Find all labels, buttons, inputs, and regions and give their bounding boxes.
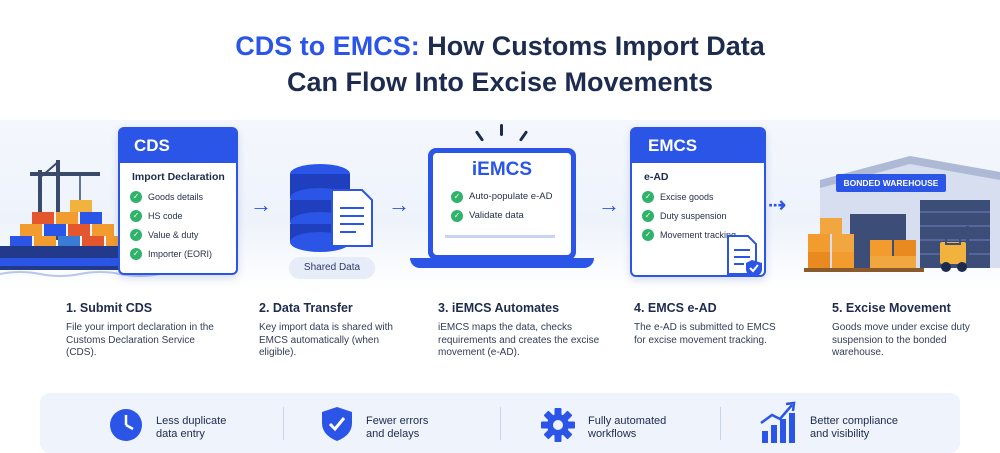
cds-item: ✓Value & duty xyxy=(120,225,236,244)
arrow-right-icon: → xyxy=(250,192,272,217)
iemcs-heading: iEMCS xyxy=(471,159,533,180)
iemcs-laptop: iEMCS ✓Auto-populate e-AD ✓Validate data xyxy=(428,148,576,260)
page-title: CDS to EMCS: How Customs Import Data Can… xyxy=(0,28,1000,100)
benefit-text: Less duplicate data entry xyxy=(156,415,227,440)
dotted-arrow-icon: ⇢ xyxy=(768,192,788,217)
arrow-right-icon: → xyxy=(598,192,620,217)
clock-icon xyxy=(110,409,142,441)
check-icon: ✓ xyxy=(642,190,654,203)
check-icon: ✓ xyxy=(642,209,654,222)
cds-item: ✓HS code xyxy=(120,206,236,225)
check-icon: ✓ xyxy=(451,209,463,222)
step-description: Goods move under excise duty suspension … xyxy=(832,322,970,358)
benefit-item: Fewer errors and delays xyxy=(320,393,428,443)
laptop-progress-line xyxy=(445,235,555,238)
step-description: The e-AD is submitted to EMCS for excise… xyxy=(634,322,776,346)
divider xyxy=(720,407,721,440)
title-accent: CDS to EMCS: xyxy=(235,31,420,61)
warehouse-icon xyxy=(804,156,1000,272)
step-1: 1. Submit CDS File your import declarati… xyxy=(66,301,226,360)
step-title: 3. iEMCS Automates xyxy=(438,301,560,315)
laptop-base xyxy=(410,258,594,268)
benefit-text: Better compliance and visibility xyxy=(810,415,899,440)
step-4: 4. EMCS e-AD The e-AD is submitted to EM… xyxy=(634,301,784,347)
benefit-item: Less duplicate data entry xyxy=(108,393,226,443)
cds-item: ✓Importer (EORI) xyxy=(120,244,236,263)
benefit-item: Better compliance and visibility xyxy=(758,393,898,443)
step-description: Key import data is shared with EMCS auto… xyxy=(259,322,393,358)
cds-item: ✓Goods details xyxy=(120,187,236,206)
step-description: File your import declaration in the Cust… xyxy=(66,322,214,358)
check-icon: ✓ xyxy=(130,247,142,260)
emcs-item: ✓Duty suspension xyxy=(632,206,764,225)
iemcs-item: ✓Validate data xyxy=(433,206,571,225)
bonded-warehouse-sign: BONDED WAREHOUSE xyxy=(836,174,946,192)
check-icon: ✓ xyxy=(130,190,142,203)
growth-chart-icon xyxy=(760,401,796,443)
title-line-2: Can Flow Into Excise Movements xyxy=(286,67,714,97)
step-5: 5. Excise Movement Goods move under exci… xyxy=(832,301,982,360)
cds-card: CDS Import Declaration ✓Goods details ✓H… xyxy=(118,127,238,275)
step-title: 4. EMCS e-AD xyxy=(634,301,717,315)
benefit-text: Fully automated workflows xyxy=(588,415,667,440)
check-icon: ✓ xyxy=(451,190,463,203)
step-title: 5. Excise Movement xyxy=(832,301,951,315)
iemcs-item: ✓Auto-populate e-AD xyxy=(433,187,571,206)
shield-check-icon xyxy=(322,407,352,441)
cds-card-heading: CDS xyxy=(120,129,236,163)
check-icon: ✓ xyxy=(642,228,654,241)
step-3: 3. iEMCS Automates iEMCS maps the data, … xyxy=(438,301,608,360)
benefit-text: Fewer errors and delays xyxy=(366,415,429,440)
step-2: 2. Data Transfer Key import data is shar… xyxy=(259,301,399,360)
check-icon: ✓ xyxy=(130,209,142,222)
check-icon: ✓ xyxy=(130,228,142,241)
benefit-item: Fully automated workflows xyxy=(540,393,666,443)
emcs-card-heading: EMCS xyxy=(632,129,764,163)
step-description: iEMCS maps the data, checks requirements… xyxy=(438,322,600,358)
title-rest: How Customs Import Data xyxy=(419,31,765,61)
cargo-ship-icon xyxy=(0,160,160,277)
step-title: 1. Submit CDS xyxy=(66,301,153,315)
divider xyxy=(500,407,501,440)
database-icon xyxy=(290,164,373,252)
divider xyxy=(283,407,284,440)
spark-line xyxy=(500,124,503,136)
gear-icon xyxy=(541,408,575,442)
emcs-card-subheading: e-AD xyxy=(644,171,669,183)
emcs-item: ✓Movement tracking xyxy=(632,225,764,244)
shared-data-label: Shared Data xyxy=(289,257,375,279)
cds-card-subheading: Import Declaration xyxy=(132,171,225,183)
verified-document-icon xyxy=(727,235,762,277)
emcs-item: ✓Excise goods xyxy=(632,187,764,206)
arrow-right-icon: → xyxy=(388,192,410,217)
step-title: 2. Data Transfer xyxy=(259,301,353,315)
